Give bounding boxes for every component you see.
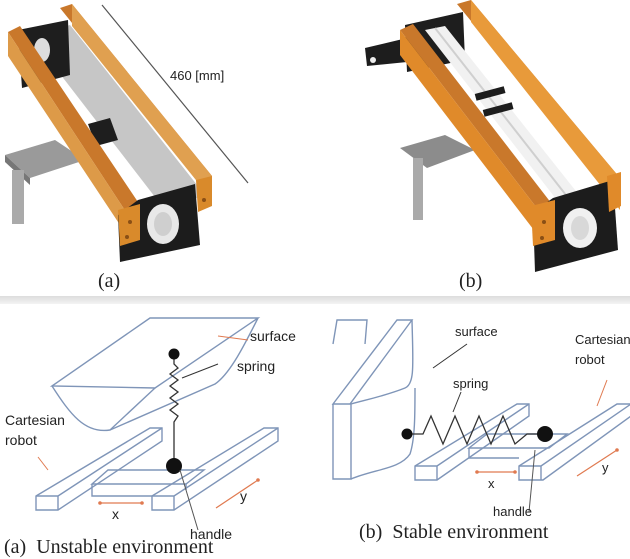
rail-right-end	[196, 176, 212, 212]
robot-leader	[37, 456, 49, 471]
surface-front	[332, 404, 352, 480]
label-surface: surface	[250, 328, 296, 344]
rail-left	[400, 30, 543, 242]
x-arrow-end	[475, 470, 479, 474]
bearing-inner	[154, 212, 172, 236]
rail-left-top	[400, 24, 555, 216]
rod-shadow	[434, 27, 574, 205]
collar	[482, 102, 514, 117]
rail-left-edge	[36, 427, 163, 510]
spring-leader	[452, 391, 462, 413]
caption-photo-a: (a)	[98, 270, 121, 292]
y-axis-arrow	[215, 479, 259, 509]
leg	[413, 158, 423, 220]
x-arrow-end	[98, 501, 102, 505]
channel	[30, 25, 205, 210]
label-cartesian: Cartesian	[575, 332, 630, 347]
x-arrow-end	[513, 470, 517, 474]
bearing-inner	[571, 216, 589, 240]
handle-ball	[166, 458, 182, 474]
rail-right-edge	[519, 403, 630, 480]
label-y: y	[602, 460, 609, 475]
leg	[12, 170, 24, 224]
surface-contact-point	[401, 428, 413, 440]
device-a-illustration	[5, 4, 249, 262]
photo-device-a: 460 [mm] (a)	[0, 0, 315, 296]
label-spring: spring	[453, 376, 489, 391]
caption-stable-environment: (b) Stable environment	[359, 521, 549, 543]
collar	[474, 86, 506, 101]
diagram-unstable: surface spring Cartesian robot x y handl…	[0, 304, 315, 558]
screw	[128, 220, 132, 224]
surface-top	[331, 319, 414, 405]
base-plate	[5, 140, 85, 178]
label-robot: robot	[575, 352, 605, 367]
y-axis-arrow	[576, 449, 618, 477]
rail-left-edge	[415, 403, 530, 480]
surface-contact-point	[168, 348, 180, 360]
carriage-side	[468, 448, 519, 459]
unstable-diagram-drawing	[35, 317, 279, 531]
label-x: x	[112, 506, 119, 522]
label-handle: handle	[190, 526, 233, 542]
surface-trough	[51, 385, 156, 432]
device-b-illustration	[365, 0, 621, 272]
surface-top	[49, 317, 261, 389]
spring-coil	[168, 356, 180, 460]
panel-divider	[0, 296, 630, 304]
surface-curve	[350, 319, 414, 405]
label-y: y	[240, 488, 247, 504]
screw	[542, 220, 546, 224]
arm-hole	[370, 57, 376, 63]
base-plate	[400, 135, 475, 168]
rail-right	[151, 427, 279, 511]
surface-leader	[217, 335, 249, 341]
label-spring: spring	[237, 358, 276, 374]
label-robot: robot	[5, 432, 37, 448]
caption-photo-b: (b)	[459, 270, 483, 292]
screw	[202, 198, 206, 202]
surface-top-edge	[332, 319, 368, 345]
rail-right	[72, 4, 212, 200]
rail-right-edge	[152, 427, 279, 510]
carriage-top	[466, 433, 570, 449]
y-arrow-end	[256, 478, 260, 482]
rail-left-end	[118, 204, 140, 246]
dimension-line	[101, 4, 249, 184]
surface-edge	[109, 317, 259, 431]
y-arrow-end	[615, 448, 619, 452]
rail-right-end	[607, 172, 621, 212]
rail-left	[35, 427, 163, 511]
diagram-stable: surface spring Cartesian robot x y handl…	[315, 304, 630, 548]
rail-left-top	[8, 26, 142, 218]
carriage-side	[91, 484, 187, 497]
handle-leader	[528, 449, 536, 513]
screw	[540, 236, 544, 240]
robot-leader	[596, 379, 608, 407]
spring-coil	[409, 414, 545, 446]
screw	[125, 235, 129, 239]
rail-left	[8, 32, 130, 240]
label-x: x	[488, 476, 495, 491]
x-arrow-end	[140, 501, 144, 505]
dimension-label: 460 [mm]	[170, 68, 225, 83]
stable-diagram-drawing	[331, 319, 630, 513]
surface-contour	[350, 387, 416, 480]
rail-right	[471, 0, 620, 210]
surface-leader	[432, 343, 468, 369]
handle-ball	[537, 426, 553, 442]
carriage-top	[90, 469, 207, 485]
rail-left	[414, 403, 530, 481]
label-surface: surface	[455, 324, 498, 339]
label-handle: handle	[493, 504, 533, 519]
spring-leader	[181, 363, 219, 379]
label-cartesian: Cartesian	[5, 412, 65, 428]
photo-device-b: (b)	[315, 0, 630, 296]
handle-leader	[179, 469, 199, 531]
rail-right	[518, 403, 630, 481]
